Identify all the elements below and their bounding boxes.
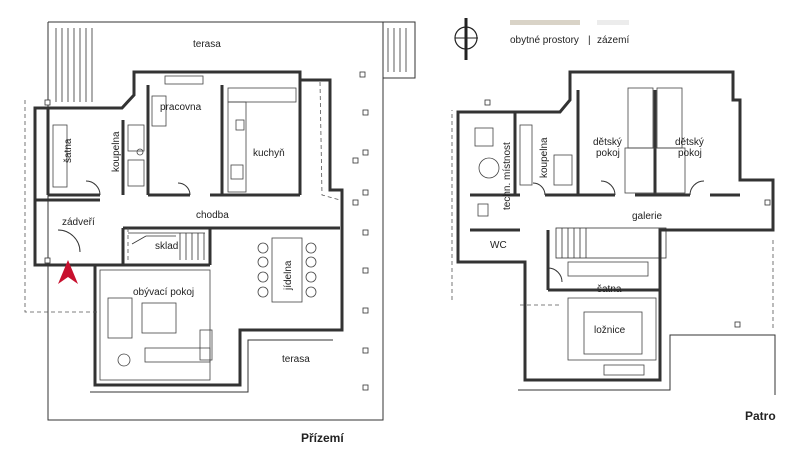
label-wc: WC: [490, 240, 507, 251]
upper-floor-projection: [24, 81, 341, 313]
deck-slats-right: [387, 28, 407, 72]
wardrobe-ground: [52, 124, 68, 188]
ground-floor-plan: terasa pracovna kuchyň šatna koupelna zá…: [24, 21, 416, 445]
label-koupelna-upper: koupelna: [539, 137, 550, 178]
label-satna-upper: šatna: [597, 284, 622, 295]
upper-outer-wall: [456, 70, 775, 382]
terrace-outline-top: [48, 21, 416, 79]
kitchen-counters: [227, 87, 297, 193]
upper-door-swings: [532, 180, 705, 283]
label-pracovna: pracovna: [160, 102, 202, 113]
upper-partitions: [470, 90, 740, 292]
upper-roof-projection: [451, 110, 774, 330]
ground-floor-title: Přízemí: [301, 431, 344, 445]
study-desk: [151, 75, 204, 127]
legend-swatch-utility: [597, 20, 629, 25]
legend-swatch-living: [510, 20, 580, 25]
ground-outer-wall: [33, 70, 344, 387]
legend-utility-label: zázemí: [597, 35, 629, 46]
label-kuchyn: kuchyň: [253, 148, 285, 159]
upper-floor-title: Patro: [745, 409, 776, 423]
terrace-posts: [44, 71, 369, 391]
ground-bathroom-fixtures: [127, 124, 145, 187]
label-galerie: galerie: [632, 211, 662, 222]
upper-posts: [484, 99, 771, 328]
deck-slats-left: [55, 28, 93, 102]
label-satna-ground: šatna: [63, 138, 74, 163]
north-arrow-icon: [454, 18, 478, 60]
label-loznice: ložnice: [594, 325, 626, 336]
label-chodba: chodba: [196, 210, 229, 221]
label-terasa-bottom: terasa: [282, 354, 310, 365]
label-koupelna-ground: koupelna: [111, 131, 122, 172]
upper-staircase: [555, 227, 667, 259]
label-obyvaci-pokoj: obývací pokoj: [133, 287, 194, 298]
ground-door-swings: [57, 180, 191, 253]
legend-separator: |: [588, 35, 591, 46]
label-zadveri: zádveří: [62, 217, 95, 228]
legend-living-label: obytné prostory: [510, 35, 579, 46]
entrance-arrow-icon: [58, 260, 78, 284]
ground-staircase: [128, 232, 205, 260]
label-techn-mistnost: techn. místnost: [502, 142, 513, 210]
label-jidelna: jídelna: [283, 260, 294, 291]
label-sklad: sklad: [155, 241, 178, 252]
living-room-furniture: [99, 269, 213, 381]
label-terasa-top: terasa: [193, 39, 221, 50]
upper-furniture: [474, 87, 686, 376]
dining-table: [257, 237, 317, 303]
ground-partitions: [35, 80, 340, 267]
